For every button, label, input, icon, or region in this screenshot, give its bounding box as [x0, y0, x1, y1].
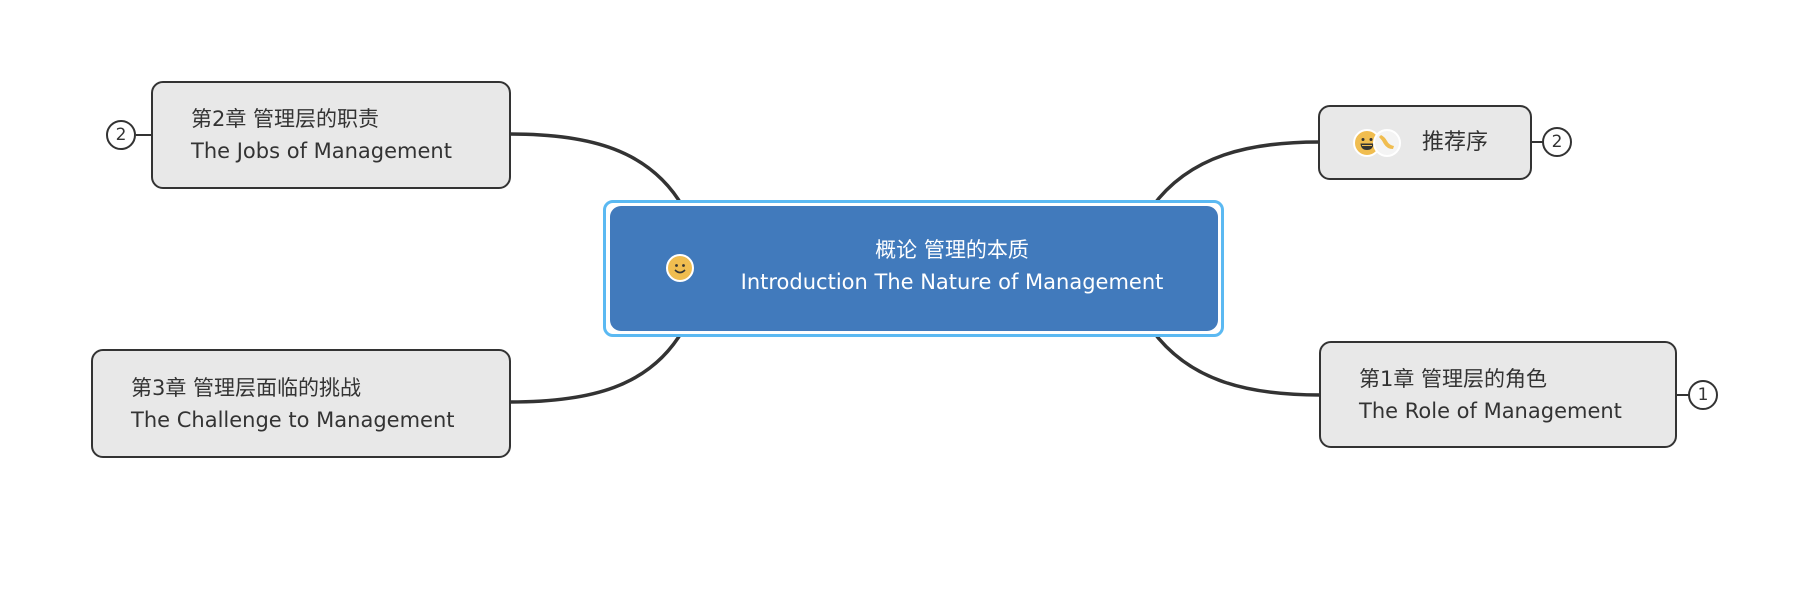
- topic-challenge-to-management[interactable]: 第3章 管理层面临的挑战 The Challenge to Management: [91, 349, 511, 458]
- badge-stub: [1677, 394, 1689, 396]
- topic-title-en: The Challenge to Management: [131, 407, 455, 432]
- topic-role-of-management[interactable]: 第1章 管理层的角色 The Role of Management: [1319, 341, 1677, 448]
- topic-preface[interactable]: 推荐序: [1318, 105, 1532, 180]
- collapsed-count-badge-role[interactable]: 1: [1688, 380, 1718, 410]
- topic-title-cn: 推荐序: [1422, 129, 1489, 155]
- topic-title-en: The Jobs of Management: [191, 139, 452, 163]
- collapsed-count-badge-preface[interactable]: 2: [1542, 127, 1572, 157]
- central-topic-title-en: Introduction The Nature of Management: [740, 270, 1164, 294]
- collapsed-count-badge-jobs[interactable]: 2: [106, 120, 136, 150]
- badge-stub: [1532, 141, 1544, 143]
- connector-central-to-role: [1150, 328, 1321, 397]
- connector-central-to-preface: [1150, 140, 1320, 209]
- central-topic-title-cn: 概论 管理的本质: [875, 238, 1029, 262]
- topic-title-cn: 第2章 管理层的职责: [191, 107, 380, 131]
- central-topic[interactable]: 概论 管理的本质 Introduction The Nature of Mana…: [610, 206, 1218, 331]
- topic-title-cn: 第3章 管理层面临的挑战: [131, 375, 362, 400]
- topic-title-cn: 第1章 管理层的角色: [1359, 366, 1548, 391]
- connector-central-to-challenge: [509, 329, 685, 404]
- thumbs-up-icon: [1373, 129, 1401, 157]
- smiley-face-icon: [666, 254, 694, 282]
- topic-title-en: The Role of Management: [1359, 398, 1622, 423]
- topic-jobs-of-management[interactable]: 第2章 管理层的职责 The Jobs of Management: [151, 81, 511, 189]
- connector-central-to-jobs: [509, 132, 685, 208]
- badge-stub: [136, 134, 152, 136]
